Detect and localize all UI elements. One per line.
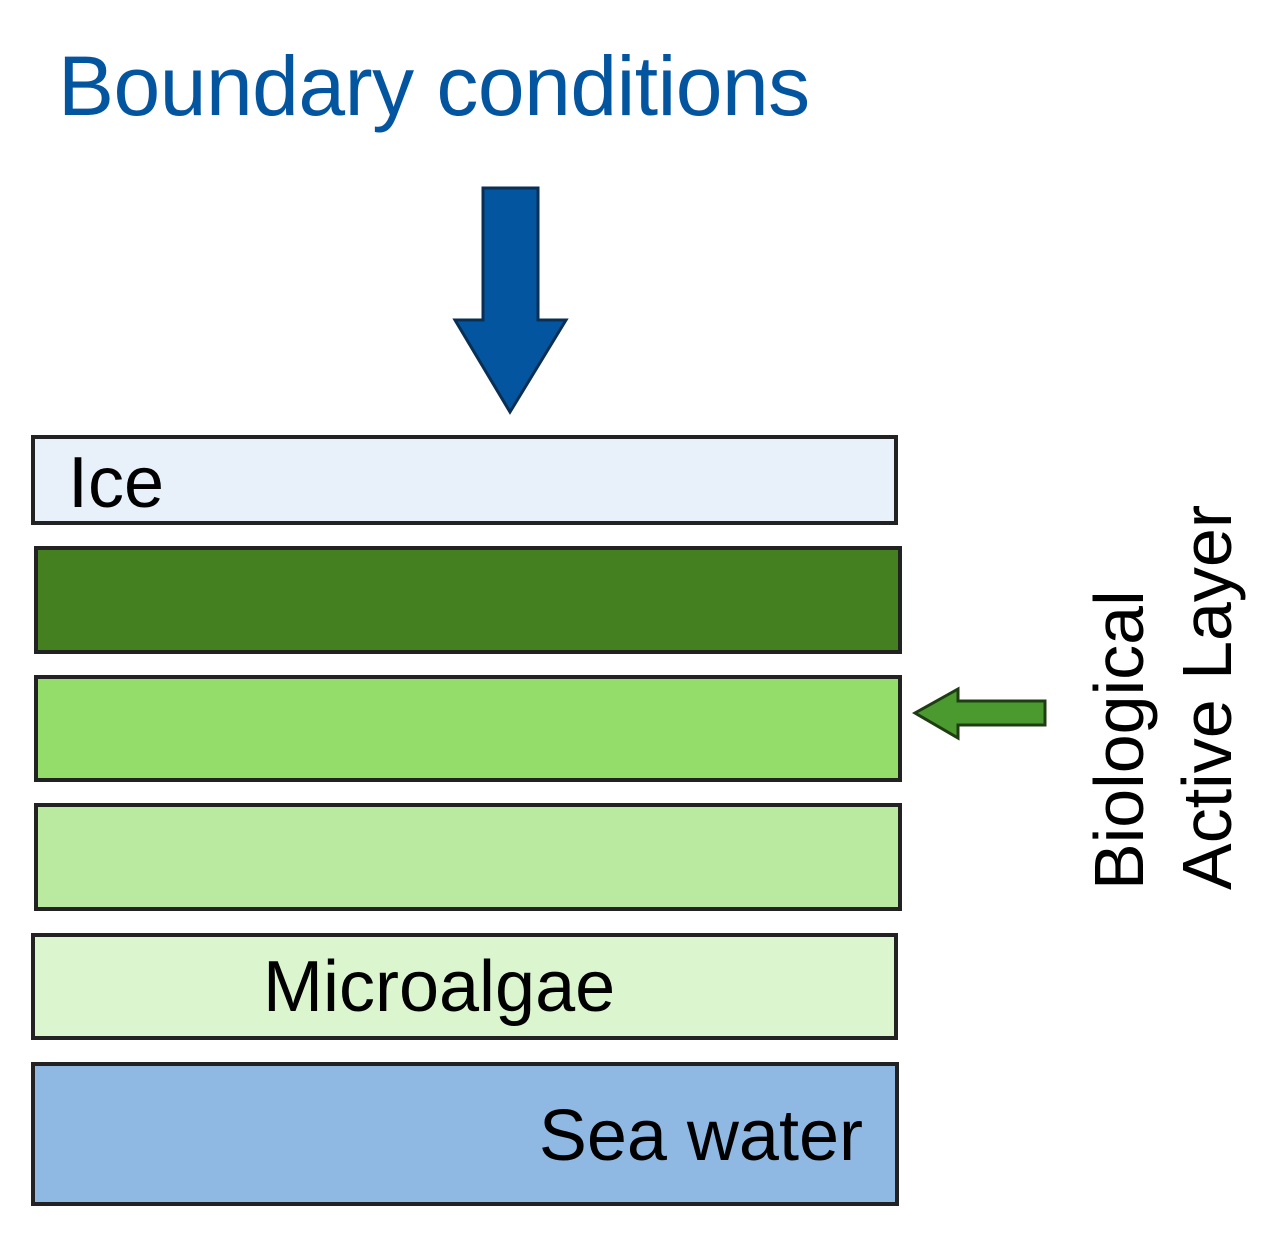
- mid-green-layer: [34, 675, 902, 782]
- ice-layer: Ice: [31, 435, 898, 525]
- biological-active-layer-label: Biological Active Layer: [1075, 505, 1251, 890]
- boundary-down-arrow: [452, 186, 569, 415]
- side-label-line1: Biological: [1080, 590, 1158, 890]
- diagram-title: Boundary conditions: [58, 39, 810, 133]
- sea-water-layer: Sea water: [31, 1062, 899, 1206]
- microalgae-label: Microalgae: [263, 947, 616, 1027]
- light-green-layer: [34, 803, 902, 911]
- side-label-line2: Active Layer: [1168, 504, 1246, 890]
- microalgae-layer: Microalgae: [31, 933, 898, 1040]
- dark-green-layer: [34, 546, 902, 654]
- sea-water-label: Sea water: [538, 1096, 863, 1176]
- active-layer-pointer-arrow: [911, 686, 1047, 741]
- ice-label: Ice: [68, 443, 165, 523]
